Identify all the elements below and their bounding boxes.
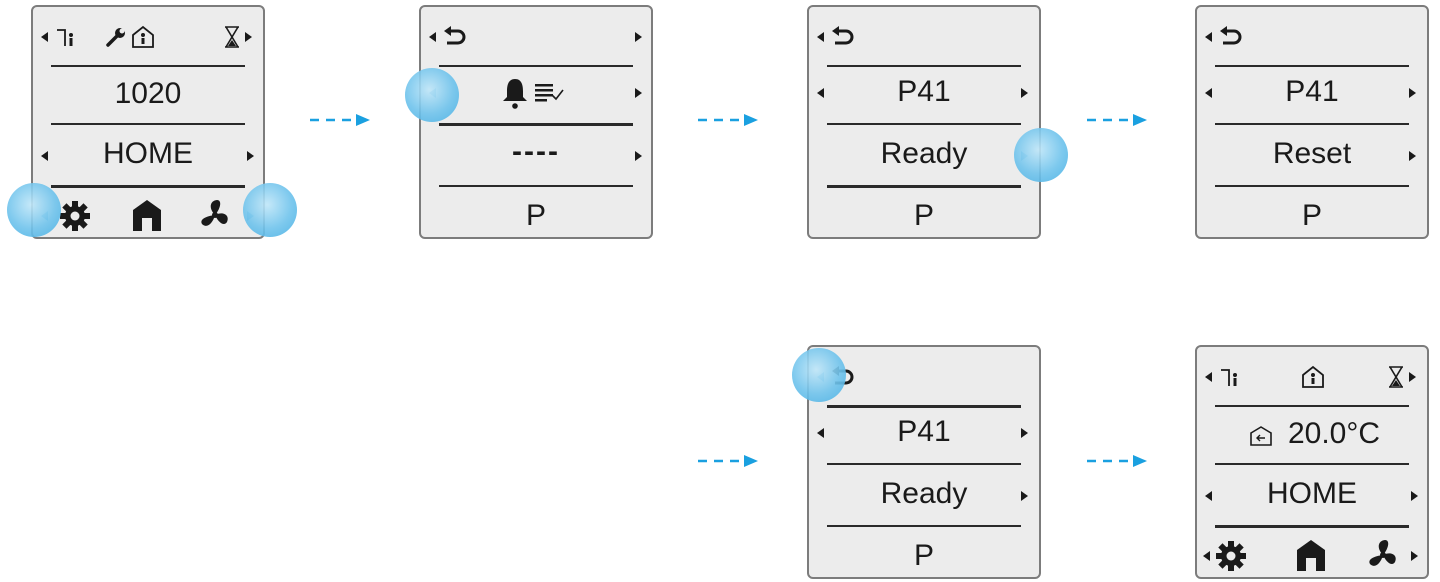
touch-indicator-left [405, 68, 459, 122]
left-arrow-icon[interactable] [429, 32, 436, 42]
flow-arrow-5 [1087, 455, 1147, 467]
parameter-status: Reset [1272, 137, 1352, 170]
gear-icon[interactable] [1215, 540, 1247, 572]
temperature-value: 20.0°C [1287, 417, 1381, 450]
left-arrow-icon[interactable] [817, 88, 824, 98]
exit-icon [1250, 426, 1272, 446]
house-person-icon [132, 25, 154, 48]
left-arrow-icon[interactable] [817, 428, 824, 438]
bottom-label: P [1301, 199, 1322, 232]
hourglass-icon [1389, 366, 1403, 388]
display-panel-p41-reset: P41 Reset P [1195, 5, 1429, 239]
parameter-code: P41 [897, 415, 951, 448]
back-arrow-icon[interactable] [443, 26, 469, 48]
setpoint-value: 1020 [114, 77, 182, 110]
house-person-icon [1302, 365, 1324, 388]
back-arrow-icon[interactable] [1219, 26, 1245, 48]
touch-indicator-right [1014, 128, 1068, 182]
right-arrow-icon[interactable] [245, 32, 252, 42]
right-arrow-icon[interactable] [635, 32, 642, 42]
bottom-label: P [913, 539, 934, 572]
display-panel-alarm: ---- P [419, 5, 653, 239]
flow-arrow-2 [698, 114, 758, 126]
right-arrow-icon[interactable] [1411, 491, 1418, 501]
right-arrow-icon[interactable] [1409, 88, 1416, 98]
right-arrow-icon[interactable] [1411, 551, 1418, 561]
list-check-icon [535, 84, 564, 102]
parameter-status: Ready [880, 477, 968, 510]
fan-icon[interactable] [1365, 537, 1401, 573]
right-arrow-icon[interactable] [635, 151, 642, 161]
left-arrow-icon[interactable] [41, 32, 48, 42]
parameter-code: P41 [1285, 75, 1339, 108]
display-panel-main: 1020 HOME [31, 5, 265, 239]
left-arrow-icon[interactable] [1203, 551, 1210, 561]
right-arrow-icon[interactable] [1409, 372, 1416, 382]
touch-indicator-right [243, 183, 297, 237]
left-arrow-icon[interactable] [1205, 491, 1212, 501]
house-icon[interactable] [1295, 538, 1327, 572]
house-icon[interactable] [131, 198, 163, 232]
right-arrow-icon[interactable] [247, 151, 254, 161]
touch-indicator-left [792, 348, 846, 402]
bell-icon [503, 79, 527, 109]
back-arrow-icon[interactable] [831, 26, 857, 48]
left-arrow-icon[interactable] [41, 151, 48, 161]
left-arrow-icon[interactable] [817, 32, 824, 42]
left-arrow-icon[interactable] [1205, 32, 1212, 42]
mode-label: HOME [103, 137, 193, 170]
right-arrow-icon[interactable] [1021, 88, 1028, 98]
display-panel-home: 20.0°C HOME [1195, 345, 1429, 579]
display-panel-p41-ready: P41 Ready P [807, 5, 1041, 239]
right-arrow-icon[interactable] [1021, 428, 1028, 438]
parameter-code: P41 [897, 75, 951, 108]
left-arrow-icon[interactable] [1205, 372, 1212, 382]
bottom-label: P [913, 199, 934, 232]
right-arrow-icon[interactable] [1409, 151, 1416, 161]
fan-icon[interactable] [197, 197, 233, 233]
bottom-label: P [525, 199, 546, 232]
mode-label: HOME [1267, 477, 1357, 510]
flow-arrow-1 [310, 114, 370, 126]
touch-indicator-left [7, 183, 61, 237]
door-person-icon [57, 29, 73, 46]
right-arrow-icon[interactable] [635, 88, 642, 98]
alarm-value: ---- [512, 135, 560, 168]
flow-arrow-4 [698, 455, 758, 467]
wrench-icon [106, 28, 125, 47]
parameter-status: Ready [880, 137, 968, 170]
gear-icon[interactable] [59, 200, 91, 232]
flow-arrow-3 [1087, 114, 1147, 126]
right-arrow-icon[interactable] [1021, 491, 1028, 501]
door-person-icon [1221, 369, 1237, 386]
left-arrow-icon[interactable] [1205, 88, 1212, 98]
hourglass-icon [225, 26, 239, 48]
